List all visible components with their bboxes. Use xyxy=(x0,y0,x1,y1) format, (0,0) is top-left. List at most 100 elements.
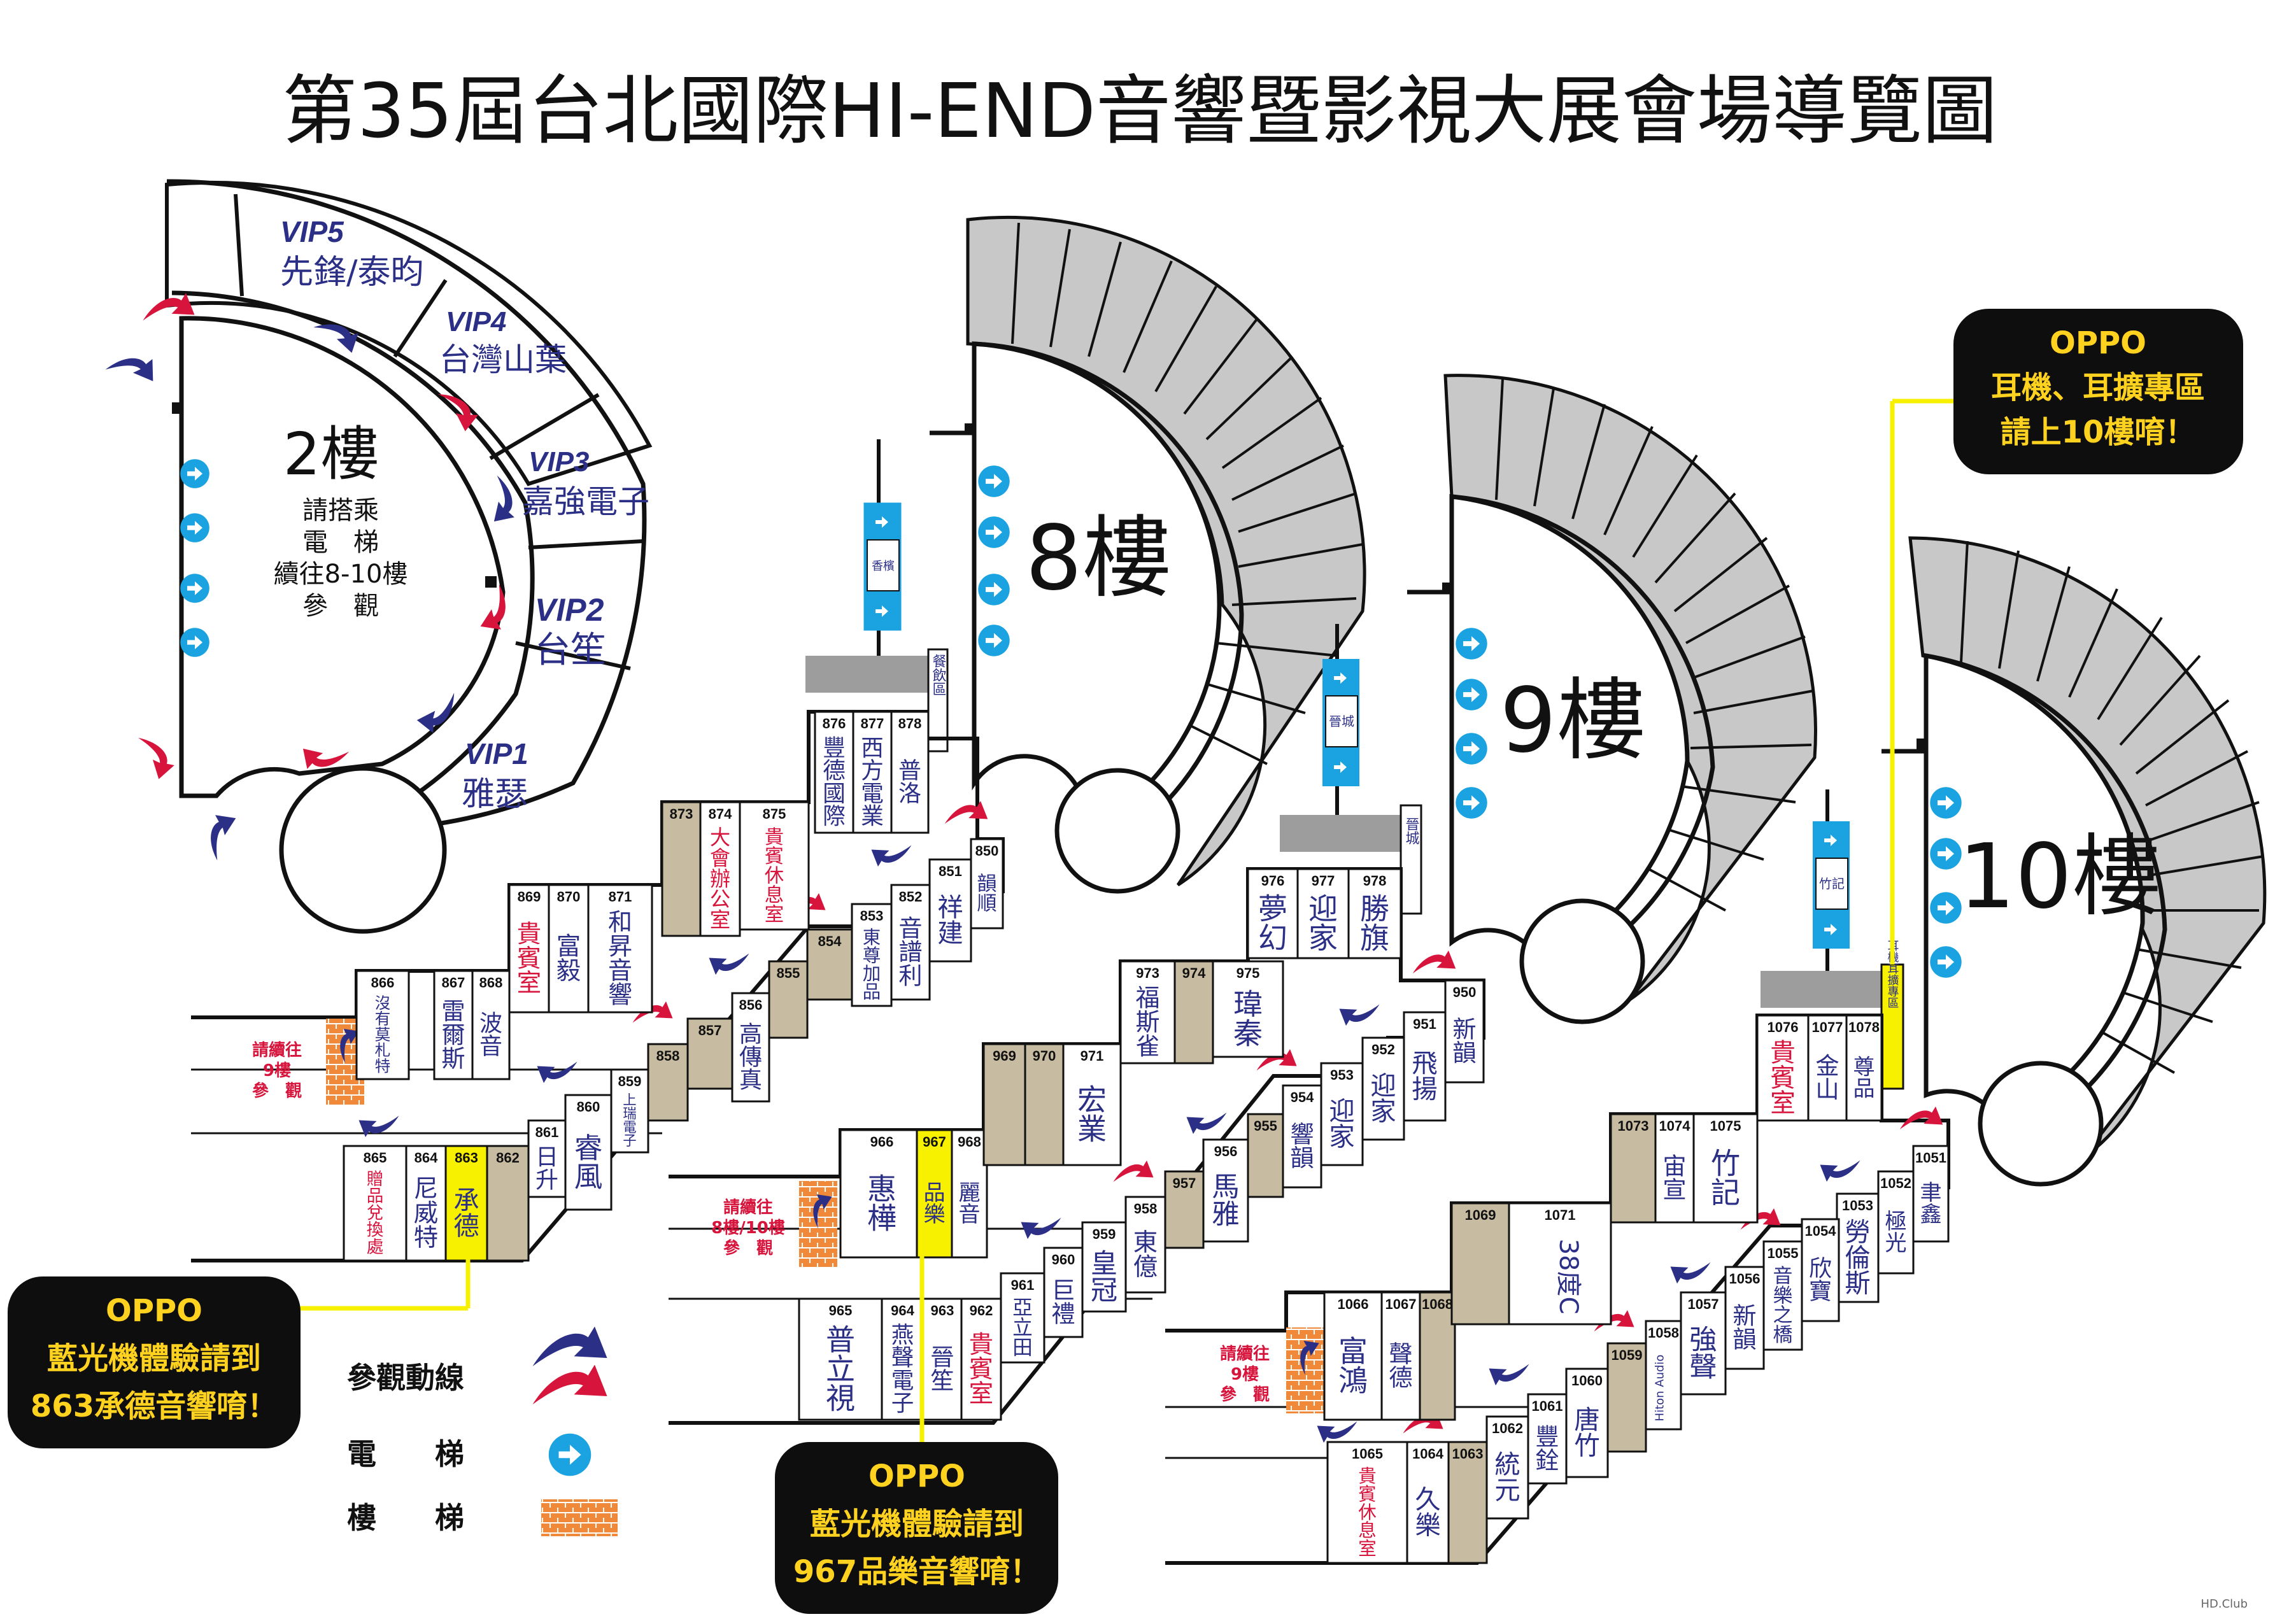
route-arrow-icon xyxy=(105,345,160,386)
booth-number: 867 xyxy=(442,975,465,991)
booth-number: 876 xyxy=(823,716,846,732)
booth-number: 1051 xyxy=(1915,1150,1946,1166)
booth-number: 862 xyxy=(496,1150,520,1166)
floor-2: VIP5 先鋒/泰昀 VIP4 台灣山葉 VIP3 嘉強電子 VIP2 台笙 V… xyxy=(105,179,653,934)
page-title: 第35屆台北國際HI-END音響暨影視大展會場導覽圖 xyxy=(282,67,1997,155)
callout-headphones: OPPO 耳機、耳擴專區 請上10樓唷！ xyxy=(1953,309,2243,474)
route-arrow-icon xyxy=(1186,1112,1227,1135)
booth-name: 貴賓休息室 xyxy=(765,826,784,926)
booth-name: 和昇音響 xyxy=(608,908,632,1008)
booth-name: 大會辦公室 xyxy=(710,826,730,932)
booth-number: 857 xyxy=(698,1022,722,1038)
booth-number: 968 xyxy=(958,1134,981,1150)
booth-number: 874 xyxy=(709,806,732,822)
elevator-icon xyxy=(1818,828,1843,852)
booth-name: 富鴻 xyxy=(1338,1334,1368,1397)
elevator-icon xyxy=(870,510,894,534)
floor-2-notice-2: 電 梯 xyxy=(302,528,379,557)
floor-10-stair-note-3: 參 觀 xyxy=(1220,1385,1270,1404)
booth-number: 950 xyxy=(1453,984,1477,1000)
booth-857: 857 xyxy=(686,1017,733,1090)
booth-number: 853 xyxy=(860,908,884,924)
callout-headphones-line-1: OPPO xyxy=(2050,325,2146,361)
floor-2-notice-3: 續往8-10樓 xyxy=(274,560,408,589)
elevator-icon xyxy=(548,1433,592,1476)
booth-name: 勝旗 xyxy=(1360,891,1389,955)
booth-name: 迎家 xyxy=(1329,1096,1354,1152)
vip4-name: 台灣山葉 xyxy=(439,341,567,378)
booth-name: 尊品 xyxy=(1853,1054,1874,1101)
elevator-icon xyxy=(1930,946,1962,978)
booth-number: 975 xyxy=(1237,965,1260,981)
booth-name: 惠樺 xyxy=(867,1171,896,1235)
route-arrow-icon xyxy=(532,1326,607,1366)
booth-name: 承德 xyxy=(453,1185,479,1241)
elevator-icon xyxy=(1456,679,1487,711)
booth-1059: 1059 xyxy=(1606,1342,1647,1453)
booth-855: 855 xyxy=(768,960,809,1039)
floor-8: 8樓 香檳 餐飲區 請續往 9樓 參 觀 xyxy=(191,215,1366,1262)
booth-number: 866 xyxy=(371,975,395,991)
callout-967-line-1: OPPO xyxy=(868,1459,965,1494)
booth-number: 852 xyxy=(899,889,923,905)
booth-name: 馬雅 xyxy=(1212,1171,1239,1231)
booth-number: 976 xyxy=(1261,873,1285,889)
booth-971: 971 宏業 xyxy=(1062,1043,1122,1166)
booth-number: 978 xyxy=(1363,873,1387,889)
booth-name: 38度C xyxy=(1554,1239,1583,1315)
floor-9-stair-note-1: 請續往 xyxy=(723,1198,773,1217)
booth-number: 1061 xyxy=(1532,1398,1563,1414)
booth-name: 瑋秦 xyxy=(1233,987,1263,1050)
booth-number: 863 xyxy=(455,1150,478,1166)
booth-number: 1077 xyxy=(1812,1019,1843,1035)
booth-name: 聿鑫 xyxy=(1920,1180,1941,1227)
booth-name: 普洛 xyxy=(898,758,921,807)
floor-8-label: 8樓 xyxy=(1025,507,1171,611)
elevator-icon xyxy=(180,628,209,657)
booth-number: 971 xyxy=(1081,1048,1104,1064)
booth-1068: 1068 xyxy=(1419,1291,1456,1421)
booth-number: 861 xyxy=(535,1124,559,1140)
booth-858: 858 xyxy=(647,1043,689,1122)
floor-10-label: 10樓 xyxy=(1959,825,2161,929)
legend-route-label: 參觀動線 xyxy=(347,1361,464,1395)
booth-number: 868 xyxy=(479,975,503,991)
floor-9-side-label: 晉城 xyxy=(1329,714,1354,729)
route-arrow-icon xyxy=(1412,951,1456,973)
booth-967: 967 品樂 xyxy=(916,1129,953,1259)
booth-name: 尼威特 xyxy=(414,1175,438,1252)
booth-name: 貴賓室 xyxy=(969,1331,993,1408)
legend: 參觀動線 電 梯 樓 梯 xyxy=(347,1326,618,1536)
booth-name: 皇冠 xyxy=(1091,1248,1117,1306)
booth-name: 贈品兌換處 xyxy=(367,1170,384,1257)
booth-name: 宏業 xyxy=(1077,1082,1107,1146)
booth-name: 音譜利 xyxy=(898,914,922,989)
booth-number: 967 xyxy=(923,1134,946,1150)
booth-name: 品樂 xyxy=(923,1180,945,1227)
callout-863-line-1: OPPO xyxy=(106,1293,202,1329)
booth-name: 東尊加品 xyxy=(863,927,881,1003)
booth-number: 1073 xyxy=(1618,1118,1649,1134)
booth-number: 1065 xyxy=(1352,1446,1383,1462)
booth-name: 韻順 xyxy=(977,872,997,915)
booth-number: 873 xyxy=(670,806,693,822)
